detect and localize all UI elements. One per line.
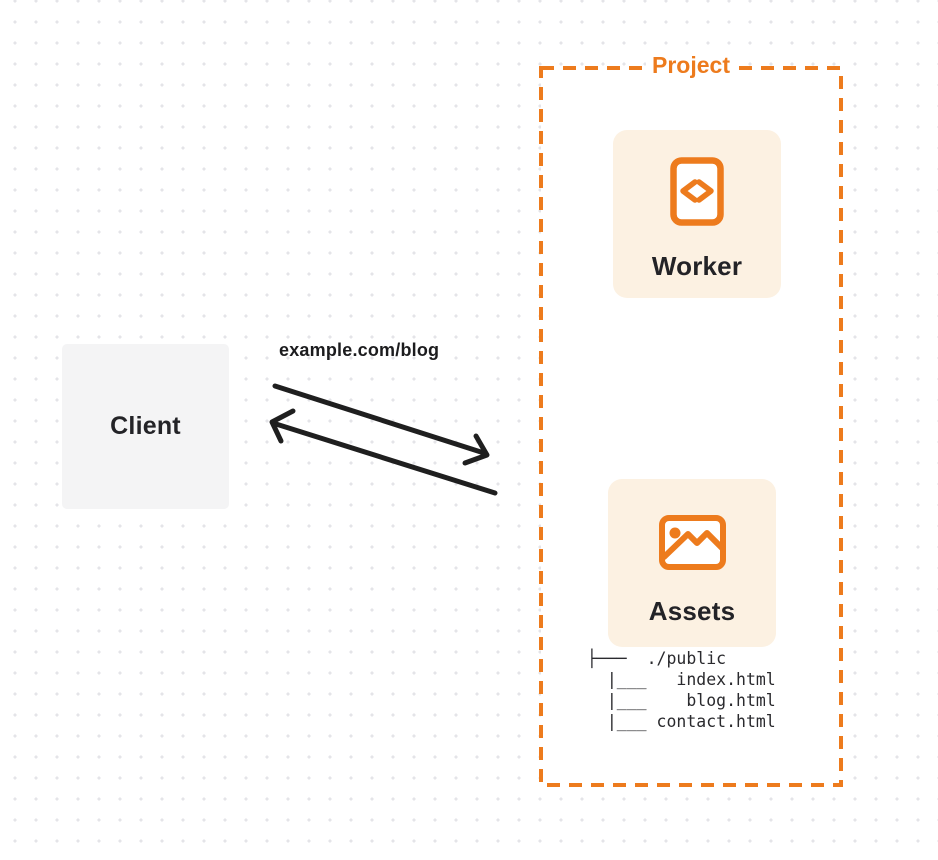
assets-file-tree: ├─── ./public |___ index.html |___ blog.… bbox=[587, 648, 776, 732]
assets-label: Assets bbox=[648, 596, 736, 626]
chevron-left-icon bbox=[680, 179, 698, 203]
chevron-right-icon bbox=[696, 179, 714, 203]
arrowhead-left-icon bbox=[269, 408, 296, 444]
code-document-icon bbox=[670, 157, 724, 226]
image-mountains-icon bbox=[660, 530, 726, 560]
tree-line-contact: |___ contact.html bbox=[587, 712, 776, 731]
request-arrow bbox=[272, 383, 490, 466]
project-label: Project bbox=[646, 50, 736, 81]
tree-line-blog: |___ blog.html bbox=[587, 691, 776, 710]
response-arrow bbox=[269, 408, 498, 496]
worker-card: Worker bbox=[613, 130, 781, 298]
tree-line-public: ├─── ./public bbox=[587, 649, 727, 668]
arrowhead-right-icon bbox=[462, 433, 490, 466]
project-container: Project Worker Assets ├─── ./public |___ bbox=[539, 50, 843, 787]
image-icon bbox=[658, 515, 726, 570]
image-sun-icon bbox=[669, 527, 680, 539]
client-label: Client bbox=[110, 412, 181, 440]
tree-line-index: |___ index.html bbox=[587, 670, 776, 689]
worker-label: Worker bbox=[651, 251, 743, 281]
request-url-label: example.com/blog bbox=[279, 340, 440, 360]
assets-card: Assets bbox=[608, 479, 776, 647]
client-box: Client bbox=[62, 344, 229, 509]
